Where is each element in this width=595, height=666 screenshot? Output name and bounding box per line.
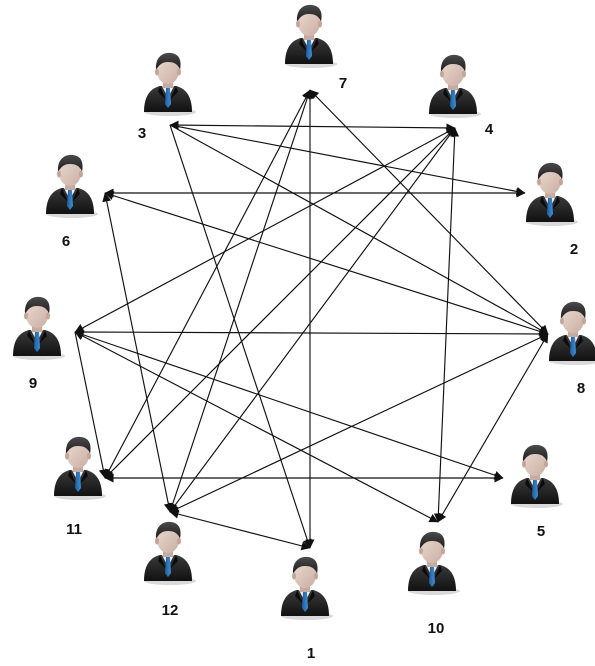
node-label: 10 [428, 620, 445, 637]
businessman-icon [54, 436, 106, 500]
node-6: 6 [46, 154, 98, 250]
businessman-icon [13, 296, 65, 360]
businessman-icon [408, 531, 460, 595]
node-label: 3 [138, 125, 146, 142]
node-label: 5 [537, 523, 545, 540]
node-label: 11 [66, 521, 82, 538]
edge-3-8 [169, 124, 549, 335]
edge-7-12 [168, 89, 312, 513]
businessman-icon [46, 154, 98, 218]
node-8: 8 [549, 301, 595, 397]
edge-6-8 [104, 191, 549, 336]
node-label: 8 [577, 380, 585, 397]
node-label: 9 [29, 375, 37, 392]
node-label: 6 [62, 233, 70, 250]
edge-8-12 [169, 333, 549, 513]
businessman-icon [526, 162, 578, 226]
edge-4-9 [74, 127, 456, 333]
businessman-icon [144, 52, 196, 116]
businessman-icon [429, 54, 481, 118]
node-1: 1 [281, 556, 333, 662]
businessman-icon [285, 4, 337, 68]
edges-layer [74, 89, 549, 551]
edge-4-12 [169, 127, 456, 513]
edge-7-11 [104, 89, 311, 479]
node-label: 2 [570, 241, 578, 258]
node-label: 12 [162, 602, 179, 619]
edge-12-1 [169, 509, 311, 551]
businessman-icon [281, 556, 333, 620]
node-label: 1 [307, 645, 315, 662]
node-12: 12 [144, 521, 196, 619]
businessman-icon [144, 521, 196, 585]
node-7: 7 [285, 4, 347, 92]
edge-9-8 [74, 327, 549, 339]
edge-4-10 [433, 127, 460, 523]
node-label: 4 [485, 121, 494, 138]
edge-7-8 [309, 89, 549, 335]
node-4: 4 [429, 54, 494, 138]
node-11: 11 [54, 436, 106, 538]
node-label: 7 [339, 75, 347, 92]
node-10: 10 [408, 531, 460, 637]
node-3: 3 [138, 52, 196, 142]
node-5: 5 [511, 444, 563, 540]
edge-3-2 [169, 124, 526, 196]
edge-9-10 [74, 331, 439, 523]
node-9: 9 [13, 296, 65, 392]
businessman-icon [549, 301, 595, 365]
edge-3-4 [169, 120, 456, 133]
businessman-icon [511, 444, 563, 508]
node-2: 2 [526, 162, 578, 258]
